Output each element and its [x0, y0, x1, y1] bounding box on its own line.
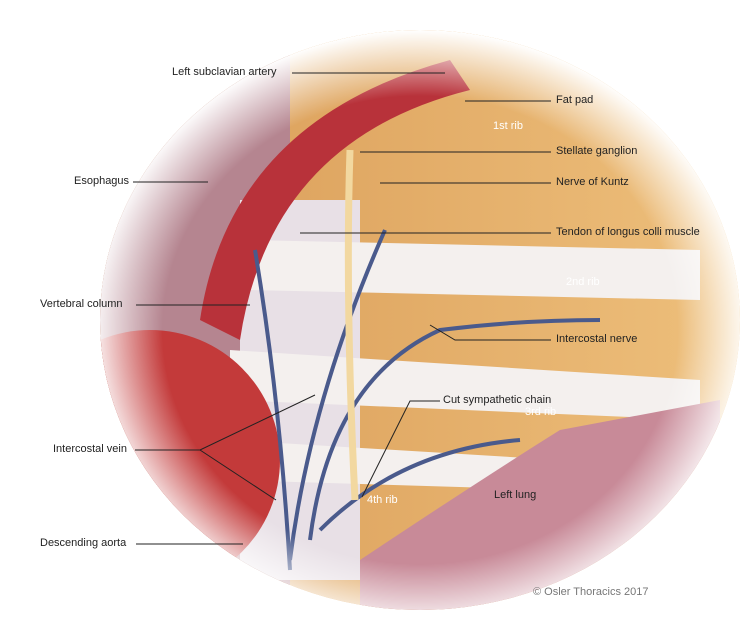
label-stellate-ganglion: Stellate ganglion: [556, 145, 638, 157]
label-intercostal-vein: Intercostal vein: [53, 443, 127, 455]
label-cut-sympathetic-chain: Cut sympathetic chain: [443, 394, 552, 406]
label-fat-pad: Fat pad: [556, 94, 594, 106]
copyright-notice: © Osler Thoracics 2017: [533, 586, 649, 598]
label-esophagus: Esophagus: [74, 175, 130, 187]
label-descending-aorta: Descending aorta: [40, 537, 127, 549]
label-tendon-longus-colli: Tendon of longus colli muscle: [556, 226, 700, 238]
label-2nd-rib: 2nd rib: [566, 276, 600, 288]
label-1st-rib: 1st rib: [493, 120, 523, 132]
label-left-subclavian-artery: Left subclavian artery: [172, 66, 277, 78]
label-intercostal-nerve: Intercostal nerve: [556, 333, 638, 345]
label-vertebral-column: Vertebral column: [40, 298, 123, 310]
label-nerve-of-kuntz: Nerve of Kuntz: [556, 176, 629, 188]
label-3rd-rib: 3rd rib: [525, 406, 557, 418]
label-4th-rib: 4th rib: [367, 494, 398, 506]
label-left-lung: Left lung: [494, 489, 537, 501]
